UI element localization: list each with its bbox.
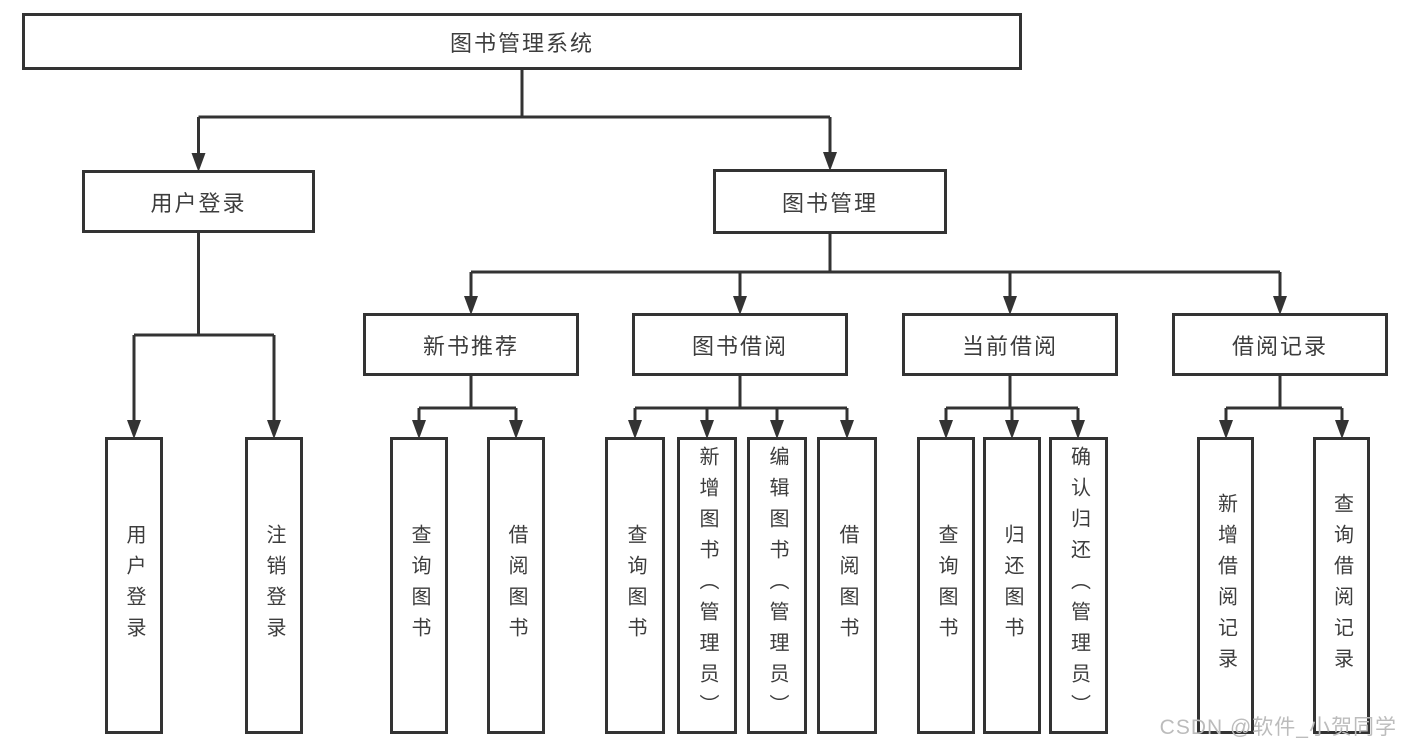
leaf-borrow-query-books: 查询图书 bbox=[605, 437, 665, 734]
node-current-borrow: 当前借阅 bbox=[902, 313, 1118, 376]
node-current-borrow-label: 当前借阅 bbox=[961, 333, 1058, 359]
leaf-borrow-edit-books-admin: 编辑图书（管理员） bbox=[747, 437, 807, 734]
leaf-borrow-add-books-admin: 新增图书（管理员） bbox=[677, 437, 737, 734]
node-book-borrow: 图书借阅 bbox=[632, 313, 848, 376]
leaf-records-query-record: 查询借阅记录 bbox=[1313, 437, 1370, 734]
leaf-borrow-add-books-admin-label: 新增图书（管理员） bbox=[696, 446, 718, 725]
node-borrow-records-label: 借阅记录 bbox=[1231, 333, 1328, 359]
node-root: 图书管理系统 bbox=[22, 13, 1022, 70]
leaf-current-confirm-return-admin-label: 确认归还（管理员） bbox=[1067, 446, 1090, 725]
node-user-login: 用户登录 bbox=[82, 170, 315, 233]
leaf-user-login-label: 用户登录 bbox=[123, 523, 145, 648]
leaf-borrow-edit-books-admin-label: 编辑图书（管理员） bbox=[766, 446, 788, 725]
node-book-management: 图书管理 bbox=[713, 169, 947, 234]
leaf-current-return-books-label: 归还图书 bbox=[1001, 523, 1023, 648]
node-new-book-recommend: 新书推荐 bbox=[363, 313, 579, 376]
node-new-book-recommend-label: 新书推荐 bbox=[422, 333, 519, 359]
node-root-label: 图书管理系统 bbox=[449, 30, 594, 56]
leaf-current-confirm-return-admin: 确认归还（管理员） bbox=[1049, 437, 1108, 734]
leaf-recommend-borrow-books-label: 借阅图书 bbox=[505, 523, 527, 648]
leaf-borrow-borrow-books-label: 借阅图书 bbox=[836, 523, 858, 648]
leaf-current-return-books: 归还图书 bbox=[983, 437, 1041, 734]
node-book-management-label: 图书管理 bbox=[781, 190, 878, 216]
arrowheads bbox=[127, 152, 1349, 439]
leaf-records-query-record-label: 查询借阅记录 bbox=[1330, 492, 1353, 679]
leaf-records-add-record-label: 新增借阅记录 bbox=[1214, 492, 1237, 679]
leaf-borrow-borrow-books: 借阅图书 bbox=[817, 437, 877, 734]
leaf-logout: 注销登录 bbox=[245, 437, 303, 734]
node-user-login-label: 用户登录 bbox=[150, 190, 247, 216]
connector-path bbox=[132, 70, 1344, 427]
leaf-user-login: 用户登录 bbox=[105, 437, 163, 734]
leaf-recommend-borrow-books: 借阅图书 bbox=[487, 437, 545, 734]
node-borrow-records: 借阅记录 bbox=[1172, 313, 1388, 376]
leaf-current-query-books-label: 查询图书 bbox=[935, 523, 957, 648]
node-book-borrow-label: 图书借阅 bbox=[691, 333, 788, 359]
leaf-records-add-record: 新增借阅记录 bbox=[1197, 437, 1254, 734]
leaf-logout-label: 注销登录 bbox=[263, 523, 285, 648]
watermark-text: CSDN @软件_小贺同学 bbox=[1159, 716, 1397, 739]
leaf-recommend-query-books: 查询图书 bbox=[390, 437, 448, 734]
leaf-borrow-query-books-label: 查询图书 bbox=[624, 523, 646, 648]
leaf-current-query-books: 查询图书 bbox=[917, 437, 975, 734]
leaf-recommend-query-books-label: 查询图书 bbox=[408, 523, 430, 648]
